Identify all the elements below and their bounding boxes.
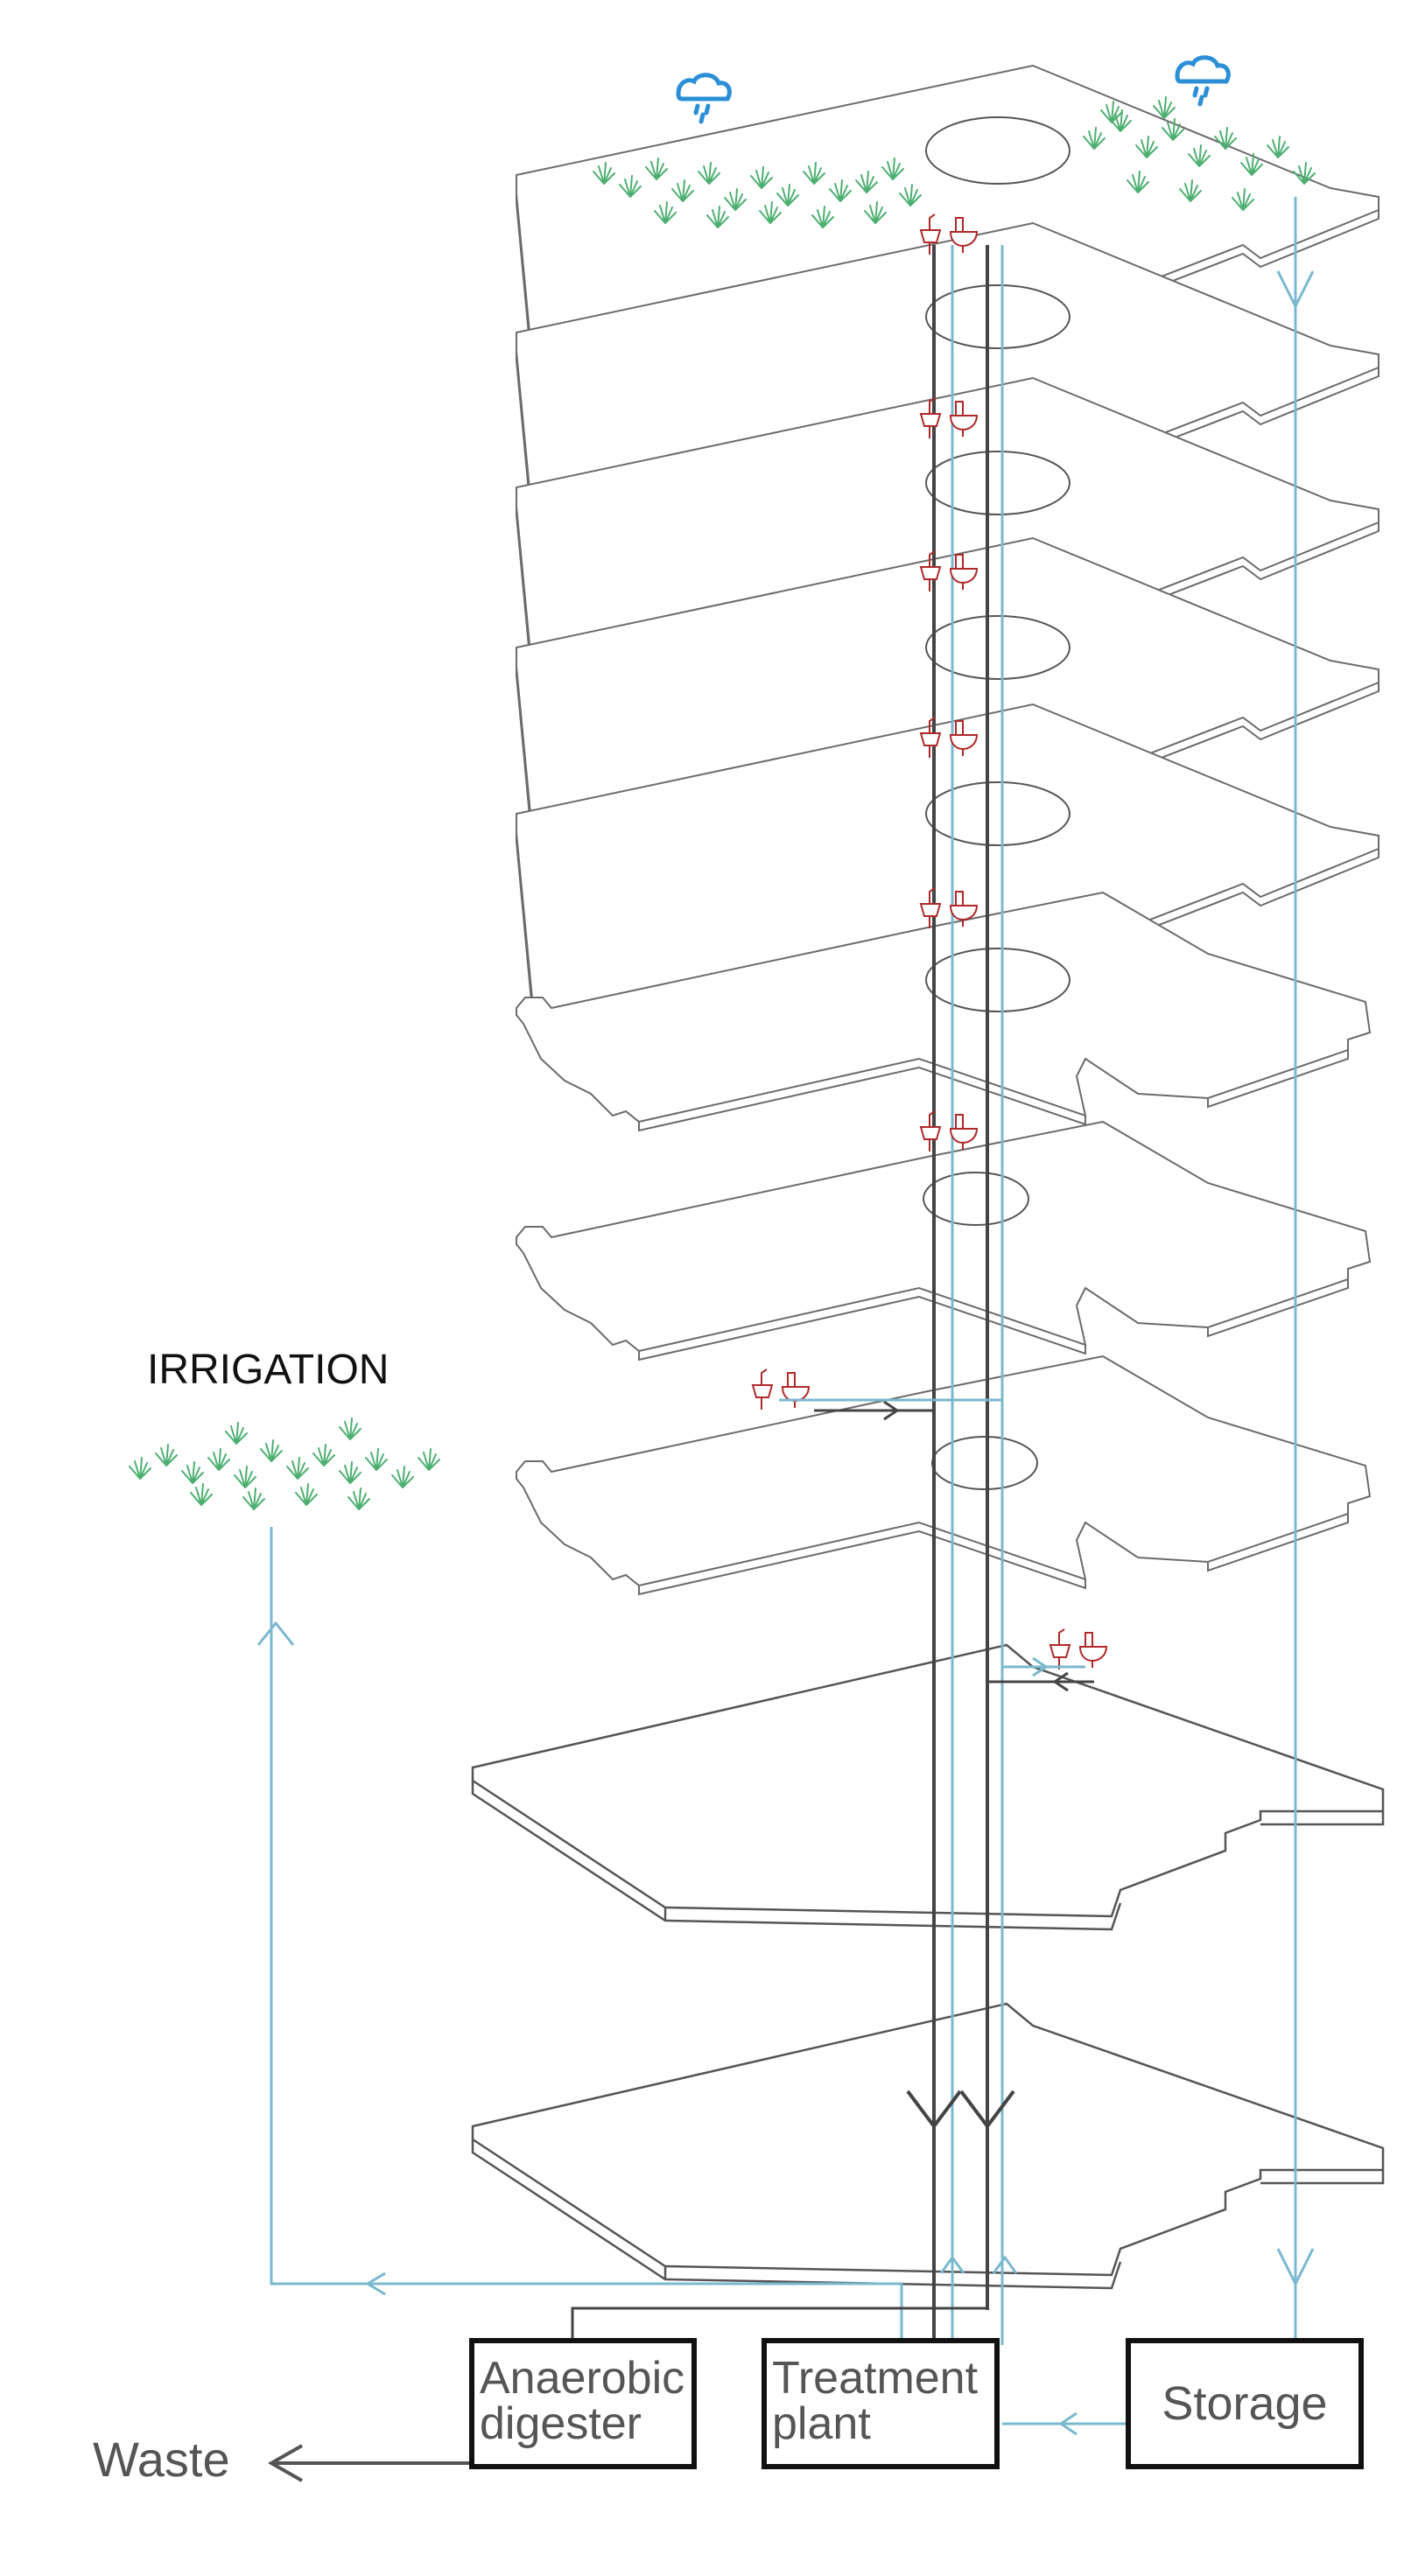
arrow-icon [1276, 270, 1315, 310]
supply-lines [951, 197, 1315, 2345]
irrigation-grass-icon [129, 1418, 440, 1510]
distribution-lines [256, 1527, 1126, 2482]
irrigation-label: IRRIGATION [147, 1347, 390, 1393]
treatment-plant-box: Treatment plant [762, 2338, 1000, 2469]
ground-slab [471, 1643, 1385, 1931]
anaerobic-digester-box: Anaerobic digester [469, 2338, 697, 2469]
sink-icon [920, 1110, 978, 1152]
floor-slab [516, 1121, 1371, 1361]
anaerobic-digester-label: Anaerobic [480, 2353, 685, 2404]
waste-label: Waste [93, 2432, 230, 2487]
branch-lines [779, 1398, 1094, 1692]
anaerobic-digester-label-line2: digester [480, 2398, 642, 2449]
treatment-plant-label-line2: plant [772, 2398, 871, 2449]
treatment-plant-label: Treatment [772, 2353, 979, 2404]
toilet-icon [752, 1368, 810, 1410]
floor-slabs [471, 65, 1385, 2290]
storage-box: Storage [1126, 2338, 1364, 2469]
arrow-icon [906, 2090, 1015, 2130]
basement-slab [471, 2002, 1385, 2290]
arrow-icon [1276, 2248, 1315, 2287]
black-water-stacks [932, 245, 989, 2345]
cloud-rain-icon [1177, 58, 1228, 104]
toilet-icon [1049, 1628, 1107, 1670]
cloud-rain-icon [678, 75, 729, 122]
storage-label: Storage [1162, 2377, 1328, 2430]
